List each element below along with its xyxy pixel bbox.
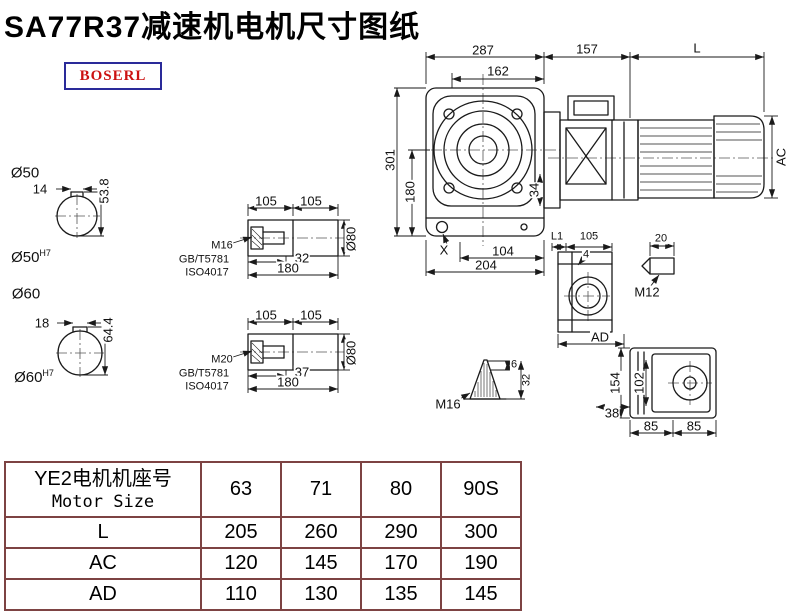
value-AD-80: 135 — [360, 578, 442, 611]
dim-162: 162 — [486, 63, 510, 79]
bore-50-text: Ø50 — [11, 249, 40, 266]
dim-37: 37 — [293, 364, 311, 380]
table-header-row: YE2电机机座号 Motor Size 63 71 80 90S — [4, 461, 522, 518]
dim-105-bot-a: 105 — [254, 307, 278, 323]
value-L-80: 290 — [360, 516, 442, 549]
motor-size-table: YE2电机机座号 Motor Size 63 71 80 90S L 205 2… — [4, 461, 522, 611]
dim-AD: AD — [589, 329, 611, 345]
dim-105-aux: 105 — [578, 230, 600, 243]
dim-keyway-14: 14 — [31, 181, 49, 197]
value-AD-71: 130 — [280, 578, 362, 611]
dim-keyway-18: 18 — [33, 315, 51, 331]
dim-85-a: 85 — [642, 418, 660, 434]
dim-dia80-top: Ø80 — [343, 225, 359, 253]
dim-104: 104 — [491, 243, 515, 259]
dim-6: 6 — [509, 358, 519, 371]
dim-20: 20 — [653, 232, 669, 245]
value-AC-71: 145 — [280, 547, 362, 580]
motor-size-label-cn: YE2电机机座号 — [34, 467, 172, 490]
dim-32-top: 32 — [293, 250, 311, 266]
size-col-71: 71 — [280, 461, 362, 518]
dim-180-main: 180 — [402, 180, 418, 204]
label-thread-m16-breather: M16 — [434, 396, 462, 412]
dim-keyway-53-8: 53.8 — [96, 177, 112, 205]
dim-85-b: 85 — [685, 418, 703, 434]
table-row-L: L 205 260 290 300 — [4, 516, 522, 549]
logo-text: BOSERL — [79, 67, 147, 84]
label-dia60: Ø60 — [10, 285, 42, 303]
label-std-gbt5781-bot: GB/T5781 — [177, 367, 231, 380]
dim-301: 301 — [382, 148, 398, 172]
value-AC-63: 120 — [200, 547, 282, 580]
dim-154: 154 — [607, 371, 623, 395]
technical-drawing — [55, 52, 778, 437]
label-std-gbt5781-top: GB/T5781 — [177, 253, 231, 266]
value-AC-80: 170 — [360, 547, 442, 580]
dim-AC: AC — [773, 146, 789, 168]
label-thread-m20: M20 — [210, 353, 234, 366]
dim-32-aux: 32 — [520, 372, 533, 388]
label-dia60h7: Ø60H7 — [13, 369, 55, 385]
row-label-AC: AC — [4, 547, 202, 580]
value-L-90s: 300 — [440, 516, 522, 549]
row-label-L: L — [4, 516, 202, 549]
value-AD-90s: 145 — [440, 578, 522, 611]
label-dia50h7: Ø50H7 — [10, 249, 52, 265]
label-std-iso4017-top: ISO4017 — [184, 266, 230, 279]
page-title: SA77R37减速机电机尺寸图纸 — [4, 11, 421, 44]
size-col-90s: 90S — [440, 461, 522, 518]
motor-size-header-cell: YE2电机机座号 Motor Size — [4, 461, 202, 518]
dim-287: 287 — [471, 42, 495, 58]
bore-60-tolerance: H7 — [42, 368, 54, 378]
table-row-AD: AD 110 130 135 145 — [4, 578, 522, 611]
dim-180-bot: 180 — [276, 374, 300, 390]
value-AC-90s: 190 — [440, 547, 522, 580]
dim-34: 34 — [526, 181, 542, 199]
bore-60-text: Ø60 — [14, 369, 43, 386]
label-thread-m12: M12 — [633, 284, 661, 300]
dim-L1: L1 — [549, 230, 565, 243]
dim-105-top-a: 105 — [254, 193, 278, 209]
label-x-mark: X — [438, 242, 450, 258]
size-col-80: 80 — [360, 461, 442, 518]
motor-size-label-en: Motor Size — [51, 491, 155, 512]
table-row-AC: AC 120 145 170 190 — [4, 547, 522, 580]
dim-105-bot-b: 105 — [299, 307, 323, 323]
dim-157: 157 — [575, 41, 599, 57]
dim-L: L — [692, 40, 702, 56]
value-L-63: 205 — [200, 516, 282, 549]
dim-4: 4 — [581, 248, 591, 261]
dim-dia80-bot: Ø80 — [343, 339, 359, 367]
bore-50-tolerance: H7 — [39, 248, 51, 258]
dim-105-top-b: 105 — [299, 193, 323, 209]
row-label-AD: AD — [4, 578, 202, 611]
label-std-iso4017-bot: ISO4017 — [184, 380, 230, 393]
dim-keyway-64-4: 64.4 — [100, 316, 116, 344]
label-thread-m16: M16 — [210, 239, 234, 252]
label-dia50: Ø50 — [9, 164, 41, 182]
value-AD-63: 110 — [200, 578, 282, 611]
boserl-logo: BOSERL — [64, 62, 162, 90]
dim-180-top: 180 — [276, 260, 300, 276]
size-col-63: 63 — [200, 461, 282, 518]
value-L-71: 260 — [280, 516, 362, 549]
dim-102: 102 — [631, 371, 647, 395]
dim-38: 38 — [603, 405, 621, 421]
dim-204: 204 — [474, 257, 498, 273]
